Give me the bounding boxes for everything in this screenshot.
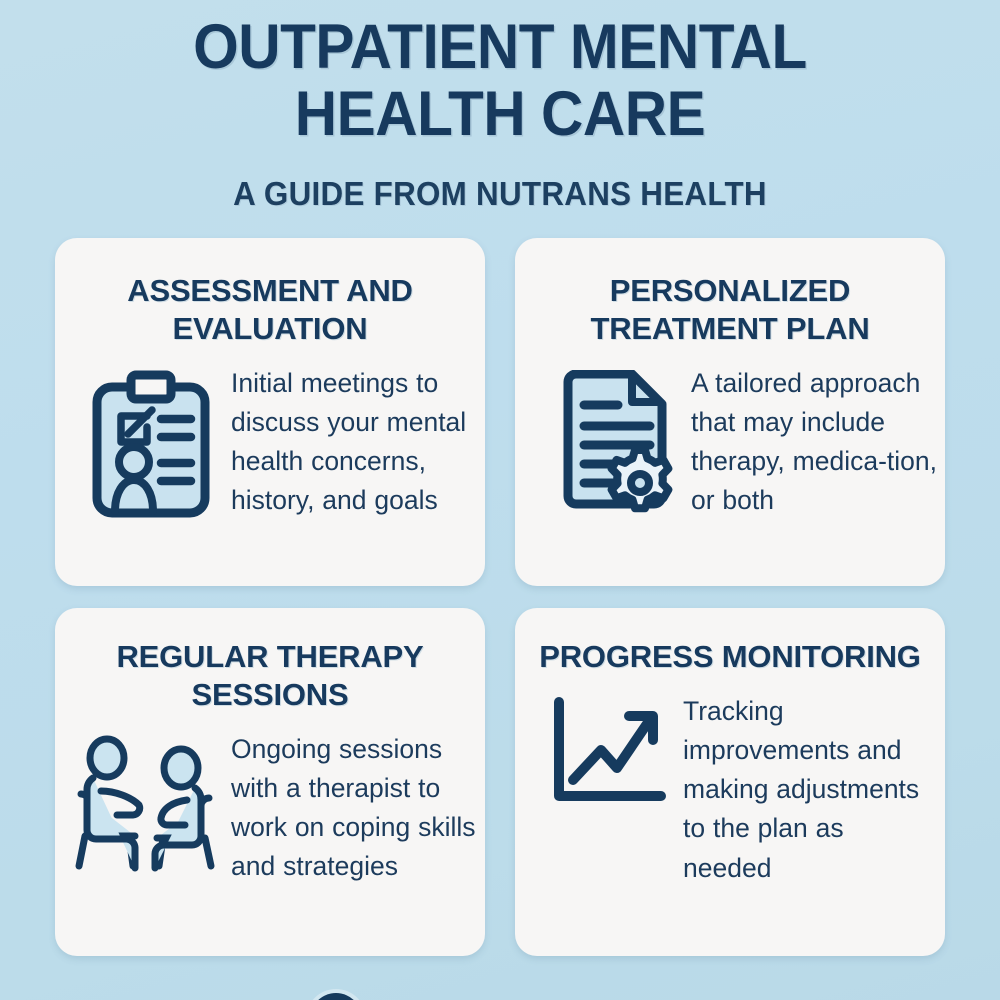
card-body: Tracking improvements and making adjustm…	[515, 676, 945, 888]
icon-container	[71, 728, 221, 872]
card-description: Tracking improvements and making adjustm…	[683, 695, 920, 883]
card-body: Ongoing sessions with a therapist to wor…	[55, 714, 485, 887]
card-description: A tailored approach that may include the…	[691, 367, 937, 516]
card-progress-monitoring: PROGRESS MONITORING Tracking improveme	[515, 608, 945, 956]
card-regular-therapy-sessions: REGULAR THERAPY SESSIONS	[55, 608, 485, 956]
steps-grid: ASSESSMENT AND EVALUATION	[55, 238, 945, 956]
growth-chart-arrow-icon	[547, 696, 671, 808]
card-title: ASSESSMENT AND EVALUATION	[127, 273, 413, 346]
card-body: Initial meetings to discuss your mental …	[55, 348, 485, 521]
card-description: Ongoing sessions with a therapist to wor…	[231, 733, 476, 882]
icon-container	[81, 362, 221, 520]
poster-header: OUTPATIENT MENTAL HEALTH CARE A GUIDE FR…	[0, 0, 1000, 213]
page-subtitle: A GUIDE FROM NUTRANS HEALTH	[233, 174, 767, 212]
brand-medallion	[310, 993, 362, 1000]
card-personalized-treatment-plan: PERSONALIZED TREATMENT PLAN	[515, 238, 945, 586]
icon-container	[553, 362, 681, 518]
document-gear-icon	[558, 369, 676, 518]
card-title: PROGRESS MONITORING	[539, 639, 921, 674]
card-description: Initial meetings to discuss your mental …	[231, 367, 467, 516]
clipboard-assessment-icon	[90, 370, 212, 520]
card-title: PERSONALIZED TREATMENT PLAN	[590, 273, 870, 346]
card-assessment-and-evaluation: ASSESSMENT AND EVALUATION	[55, 238, 485, 586]
card-title: REGULAR THERAPY SESSIONS	[116, 639, 424, 712]
page-title: OUTPATIENT MENTAL HEALTH CARE	[193, 12, 807, 150]
icon-container	[545, 690, 673, 808]
card-body: A tailored approach that may include the…	[515, 348, 945, 521]
two-seated-people-icon	[71, 732, 221, 872]
